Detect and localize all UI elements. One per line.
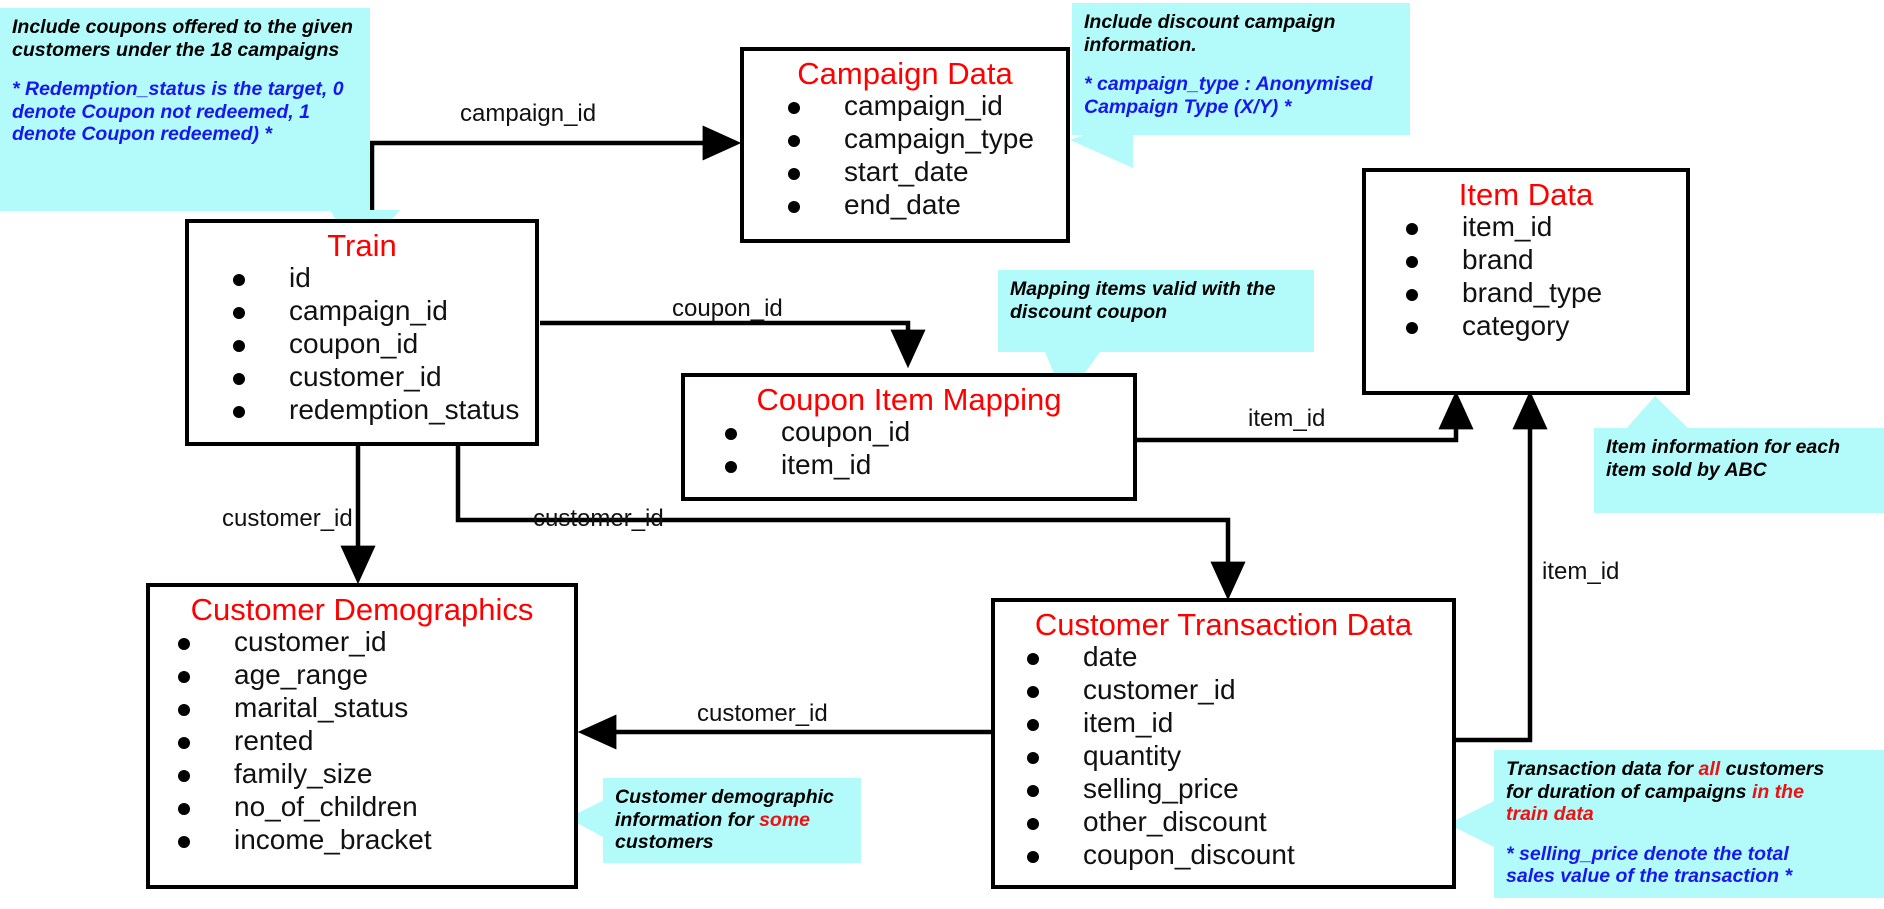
- edge-label-coupon-id: coupon_id: [672, 295, 783, 322]
- entity-title-customer-transaction-data: Customer Transaction Data: [1034, 607, 1413, 642]
- field-list-coupon-item-mapping: coupon_id item_id: [685, 418, 1133, 479]
- note-line: Campaign Type (X/Y) *: [1084, 95, 1292, 118]
- note-customer-transaction-data: Transaction data for all customers for d…: [1494, 750, 1884, 898]
- edge-train-coupon-item: [540, 320, 926, 369]
- field-item: customer_id: [1027, 676, 1452, 704]
- field-item: customer_id: [178, 628, 574, 656]
- note-item-data: Item information for each item sold by A…: [1594, 428, 1884, 513]
- note-highlight: some: [759, 808, 811, 831]
- field-item: no_of_children: [178, 793, 574, 821]
- note-line: * selling_price denote the total: [1506, 842, 1789, 865]
- note-line: information.: [1084, 33, 1197, 56]
- entity-coupon-item-mapping[interactable]: Coupon Item Mapping coupon_id item_id: [681, 373, 1137, 501]
- note-line: train data: [1506, 803, 1594, 826]
- field-item: end_date: [788, 191, 1066, 219]
- note-text: Transaction data for: [1506, 758, 1699, 780]
- note-coupon-item-mapping: Mapping items valid with the discount co…: [998, 270, 1314, 352]
- note-line: * Redemption_status is the target, 0: [12, 78, 344, 101]
- note-line: Item information for each: [1606, 436, 1841, 458]
- entity-train[interactable]: Train id campaign_id coupon_id customer_…: [185, 219, 539, 446]
- field-item: rented: [178, 727, 574, 755]
- edge-label-customer-id-train-transaction: customer_id: [533, 505, 664, 532]
- field-item: date: [1027, 643, 1452, 671]
- field-item: quantity: [1027, 742, 1452, 770]
- note-line: denote Coupon redeemed) *: [12, 123, 273, 146]
- note-line: discount coupon: [1010, 300, 1168, 323]
- field-item: campaign_id: [233, 297, 535, 325]
- field-item: campaign_id: [788, 92, 1066, 120]
- field-item: income_bracket: [178, 826, 574, 854]
- entity-customer-transaction-data[interactable]: Customer Transaction Data date customer_…: [991, 598, 1456, 889]
- edge-train-campaign: [369, 125, 742, 220]
- field-item: customer_id: [233, 363, 535, 391]
- note-line: Transaction data for all customers: [1506, 758, 1874, 781]
- field-item: campaign_type: [788, 125, 1066, 153]
- note-line: customers under the 18 campaigns: [12, 38, 340, 61]
- field-item: brand_type: [1406, 279, 1686, 307]
- field-item: coupon_id: [233, 330, 535, 358]
- field-item: coupon_discount: [1027, 841, 1452, 869]
- entity-customer-demographics[interactable]: Customer Demographics customer_id age_ra…: [146, 583, 578, 889]
- field-item: item_id: [1027, 709, 1452, 737]
- note-line: Mapping items valid with the: [1010, 278, 1276, 300]
- field-item: id: [233, 264, 535, 292]
- entity-title-train: Train: [327, 228, 397, 263]
- entity-title-item-data: Item Data: [1458, 177, 1594, 212]
- edge-transaction-item: [1455, 390, 1548, 743]
- note-line: information for some: [615, 809, 851, 832]
- note-line: for duration of campaigns in the: [1506, 781, 1874, 804]
- note-line: Customer demographic: [615, 786, 834, 808]
- note-line: Include coupons offered to the given: [12, 16, 353, 38]
- tail-item-note: [1625, 396, 1690, 430]
- entity-campaign-data[interactable]: Campaign Data campaign_id campaign_type …: [740, 47, 1070, 243]
- note-line: customers: [615, 831, 714, 854]
- field-list-customer-transaction-data: date customer_id item_id quantity sellin…: [995, 643, 1452, 869]
- field-item: selling_price: [1027, 775, 1452, 803]
- edge-label-customer-id-transaction-demographics: customer_id: [697, 700, 828, 727]
- edge-label-customer-id-train-demographics: customer_id: [222, 505, 353, 532]
- field-item: redemption_status: [233, 396, 535, 424]
- edge-label-campaign-id: campaign_id: [460, 100, 597, 127]
- entity-title-customer-demographics: Customer Demographics: [190, 592, 534, 627]
- note-highlight: in the: [1751, 780, 1804, 803]
- field-item: age_range: [178, 661, 574, 689]
- field-item: coupon_id: [725, 418, 1133, 446]
- entity-title-coupon-item-mapping: Coupon Item Mapping: [756, 382, 1062, 417]
- field-item: item_id: [725, 451, 1133, 479]
- field-list-train: id campaign_id coupon_id customer_id red…: [189, 264, 535, 424]
- note-line: * campaign_type : Anonymised: [1084, 73, 1373, 96]
- entity-item-data[interactable]: Item Data item_id brand brand_type categ…: [1362, 168, 1690, 395]
- entity-title-campaign-data: Campaign Data: [797, 56, 1013, 91]
- note-campaign-data: Include discount campaign information. *…: [1072, 3, 1410, 135]
- note-customer-demographics: Customer demographic information for som…: [603, 778, 861, 863]
- note-text: information for: [615, 808, 760, 831]
- field-item: item_id: [1406, 213, 1686, 241]
- note-line: sales value of the transaction *: [1506, 865, 1793, 888]
- edge-label-item-id-transaction: item_id: [1542, 558, 1620, 585]
- note-highlight: all: [1698, 758, 1721, 780]
- note-line: item sold by ABC: [1606, 458, 1767, 481]
- field-list-item-data: item_id brand brand_type category: [1366, 213, 1686, 340]
- note-train: Include coupons offered to the given cus…: [0, 8, 370, 211]
- note-text: for duration of campaigns: [1506, 780, 1752, 803]
- field-list-customer-demographics: customer_id age_range marital_status ren…: [150, 628, 574, 854]
- note-text: customers: [1720, 758, 1825, 780]
- note-line: Include discount campaign: [1084, 11, 1336, 33]
- field-item: marital_status: [178, 694, 574, 722]
- note-line: denote Coupon not redeemed, 1: [12, 100, 310, 123]
- field-item: brand: [1406, 246, 1686, 274]
- field-item: family_size: [178, 760, 574, 788]
- edge-label-item-id-coupon-item: item_id: [1248, 405, 1326, 432]
- field-list-campaign-data: campaign_id campaign_type start_date end…: [744, 92, 1066, 219]
- field-item: other_discount: [1027, 808, 1452, 836]
- field-item: category: [1406, 312, 1686, 340]
- field-item: start_date: [788, 158, 1066, 186]
